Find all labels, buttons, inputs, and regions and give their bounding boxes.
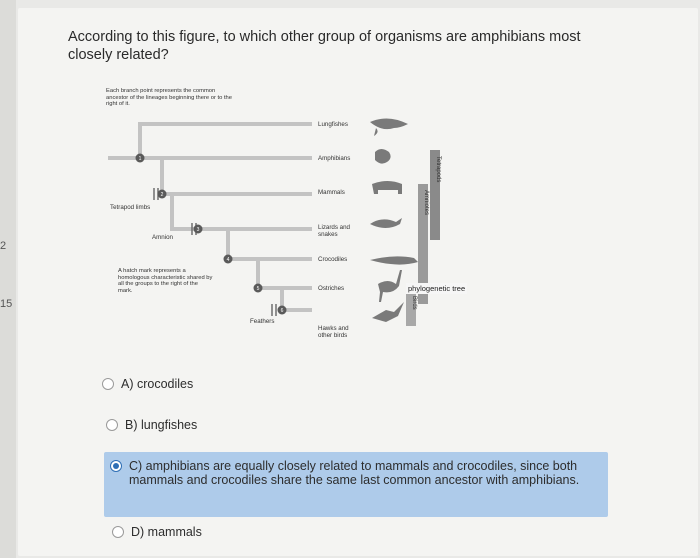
branch-point-note: Each branch point represents the common … [106,88,233,108]
amniotes-bar [418,184,428,304]
node-number: 3 [197,227,200,233]
option-d-label: D) mammals [131,525,202,539]
birds-bar [406,290,416,326]
taxon-crocodiles: Crocodiles [318,256,348,263]
question-text: According to this figure, to which other… [68,29,581,63]
left-window-edge: 2 15 [0,0,16,558]
selected-option-highlight [104,452,608,517]
lungfish-icon [370,118,408,136]
radio-button-checked[interactable] [110,460,122,472]
taxon-lungfishes: Lungfishes [318,121,348,128]
node-number: 5 [257,286,260,292]
hatch-mark-note: A hatch mark represents a homologous cha… [118,268,213,294]
option-c-label: C) amphibians are equally closely relate… [129,459,580,487]
tetrapods-bar [430,150,440,240]
ostrich-icon [378,270,402,302]
edge-number: 2 [0,240,7,252]
trait-amnion: Amnion [152,234,173,241]
option-b-label: B) lungfishes [125,418,198,432]
option-d[interactable]: D) mammals [112,525,202,539]
node-number: 6 [281,308,284,314]
amphibian-icon [366,149,394,166]
hawk-icon [372,302,404,322]
phylogenetic-figure: 1 2 3 4 5 6 Each branch point represents… [100,84,500,354]
radio-button[interactable] [102,378,114,390]
radio-button[interactable] [112,526,124,538]
taxon-amphibians: Amphibians [318,155,351,162]
node-number: 4 [227,257,230,263]
option-c[interactable]: C) amphibians are equally closely relate… [110,459,604,487]
phylogenetic-tree: 1 2 3 4 5 6 [108,118,440,326]
node-number: 1 [139,156,142,162]
radio-button[interactable] [106,419,118,431]
trait-tetrapod-limbs: Tetrapod limbs [110,204,151,211]
taxon-ostriches: Ostriches [318,285,345,292]
clade-label-tetrapods: Tetrapods [435,156,441,183]
option-a-label: A) crocodiles [121,377,194,391]
crocodile-icon [370,256,418,265]
radio-dot [113,463,119,469]
taxon-mammals: Mammals [318,189,345,196]
taxon-lizards: Lizards and snakes [318,224,350,238]
trait-feathers: Feathers [250,318,275,325]
option-b[interactable]: B) lungfishes [106,418,197,432]
lizard-icon [370,218,402,228]
option-a[interactable]: A) crocodiles [102,377,193,391]
taxon-hawks: Hawks and other birds [318,325,349,339]
node-number: 2 [161,192,164,198]
mammal-icon [372,181,402,194]
clade-label-birds: Birds [411,296,417,310]
clade-label-amniotes: Amniotes [423,190,429,216]
edge-number: 15 [0,298,13,310]
image-tag-phylogenetic-tree: phylogenetic tree [406,283,468,294]
